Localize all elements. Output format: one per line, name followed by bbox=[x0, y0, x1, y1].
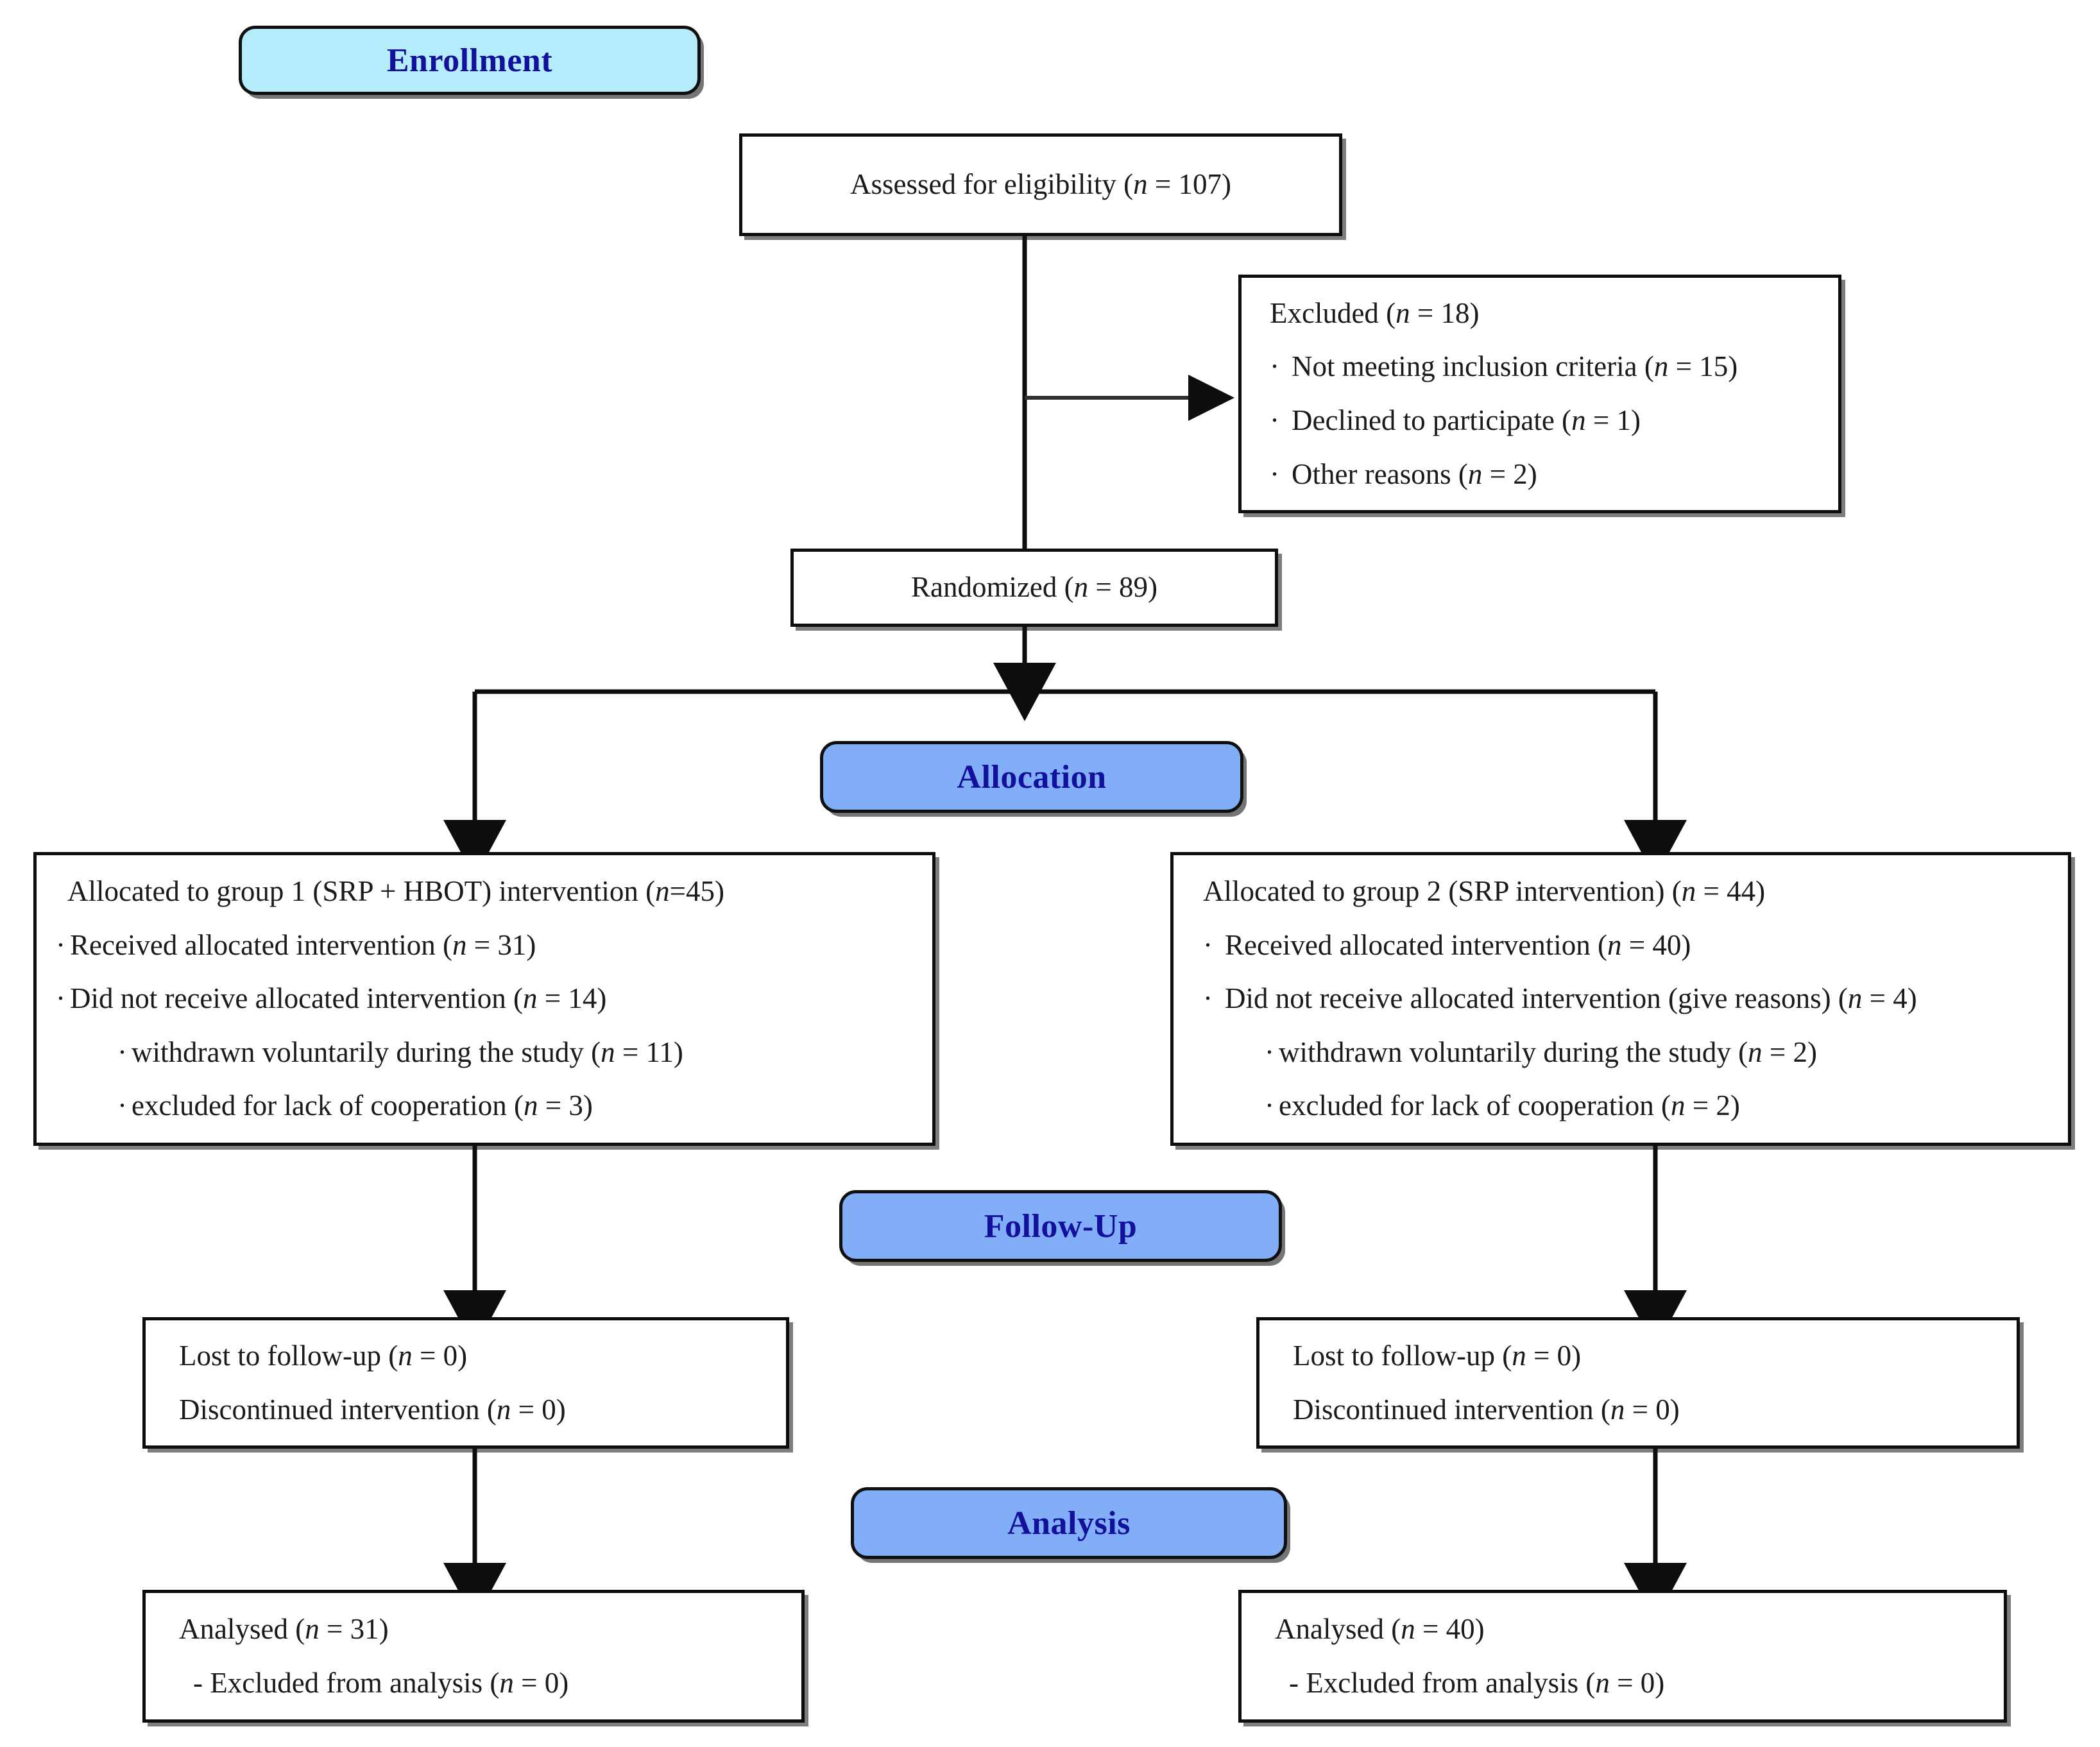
excluded-reason: ·Not meeting inclusion criteria (n = 15) bbox=[1270, 350, 1738, 383]
banner-followup-label: Follow-Up bbox=[984, 1207, 1138, 1245]
box-randomized: Randomized (n = 89) bbox=[790, 549, 1278, 627]
analysis-left-analysed: Analysed (n = 31) bbox=[179, 1612, 389, 1645]
analysis-right-excluded: - Excluded from analysis (n = 0) bbox=[1289, 1666, 1665, 1699]
banner-analysis-label: Analysis bbox=[1007, 1504, 1131, 1542]
followup-right-discontinued: Discontinued intervention (n = 0) bbox=[1293, 1393, 1680, 1426]
allocation-right-sub-reason: ·withdrawn voluntarily during the study … bbox=[1265, 1035, 1818, 1068]
allocation-left-sub-reason: ·excluded for lack of cooperation (n = 3… bbox=[117, 1089, 593, 1122]
excluded-reason-text: Not meeting inclusion criteria (n = 15) bbox=[1292, 350, 1738, 383]
banner-allocation: Allocation bbox=[820, 741, 1243, 813]
box-allocation-group2: Allocated to group 2 (SRP intervention) … bbox=[1170, 852, 2071, 1146]
allocation-left-received: ·Received allocated intervention (n = 31… bbox=[56, 928, 536, 961]
allocation-left-not-received: ·Did not receive allocated intervention … bbox=[56, 982, 607, 1015]
box-assessed-for-eligibility: Assessed for eligibility (n = 107) bbox=[739, 133, 1342, 236]
box-followup-group1: Lost to follow-up (n = 0) Discontinued i… bbox=[142, 1317, 789, 1449]
followup-right-lost: Lost to follow-up (n = 0) bbox=[1293, 1339, 1582, 1372]
banner-followup: Follow-Up bbox=[839, 1190, 1282, 1262]
followup-left-lost: Lost to follow-up (n = 0) bbox=[179, 1339, 468, 1372]
banner-enrollment-label: Enrollment bbox=[386, 42, 553, 79]
assessed-text: Assessed for eligibility (n = 107) bbox=[849, 168, 1232, 201]
excluded-reason: ·Other reasons (n = 2) bbox=[1270, 457, 1537, 490]
banner-allocation-label: Allocation bbox=[957, 758, 1107, 796]
allocation-left-title: Allocated to group 1 (SRP + HBOT) interv… bbox=[67, 875, 724, 908]
box-excluded: Excluded (n = 18) ·Not meeting inclusion… bbox=[1238, 275, 1841, 513]
analysis-left-excluded: - Excluded from analysis (n = 0) bbox=[193, 1666, 569, 1699]
excluded-title: Excluded (n = 18) bbox=[1270, 296, 1480, 329]
excluded-reason-text: Declined to participate (n = 1) bbox=[1292, 404, 1641, 436]
box-analysis-group1: Analysed (n = 31) - Excluded from analys… bbox=[142, 1590, 805, 1723]
allocation-right-title: Allocated to group 2 (SRP intervention) … bbox=[1203, 875, 1766, 908]
randomized-text: Randomized (n = 89) bbox=[910, 571, 1158, 604]
allocation-right-sub-reason: ·excluded for lack of cooperation (n = 2… bbox=[1265, 1089, 1740, 1122]
allocation-right-not-received: ·Did not receive allocated intervention … bbox=[1203, 982, 1917, 1015]
box-allocation-group1: Allocated to group 1 (SRP + HBOT) interv… bbox=[33, 852, 935, 1146]
allocation-right-received: ·Received allocated intervention (n = 40… bbox=[1203, 928, 1691, 961]
followup-left-discontinued: Discontinued intervention (n = 0) bbox=[179, 1393, 566, 1426]
banner-enrollment: Enrollment bbox=[239, 26, 701, 95]
box-analysis-group2: Analysed (n = 40) - Excluded from analys… bbox=[1238, 1590, 2007, 1723]
banner-analysis: Analysis bbox=[851, 1487, 1287, 1559]
excluded-reason-text: Other reasons (n = 2) bbox=[1292, 457, 1537, 490]
allocation-left-sub-reason: ·withdrawn voluntarily during the study … bbox=[117, 1035, 683, 1068]
analysis-right-analysed: Analysed (n = 40) bbox=[1275, 1612, 1485, 1645]
excluded-reason: ·Declined to participate (n = 1) bbox=[1270, 404, 1641, 436]
box-followup-group2: Lost to follow-up (n = 0) Discontinued i… bbox=[1256, 1317, 2020, 1449]
